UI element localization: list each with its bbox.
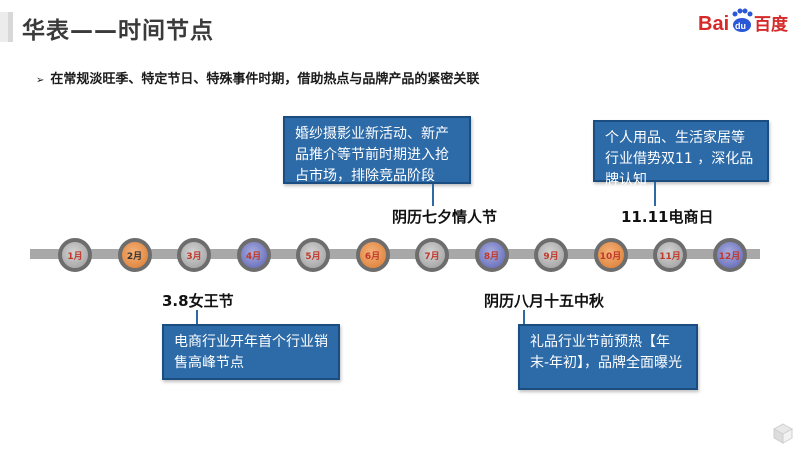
women-day-connector [196,310,198,324]
baidu-logo: Bai du 百度 [698,8,789,35]
qixi-desc-box: 婚纱摄影业新活动、新产品推介等节前时期进入抢占市场，排除竞品阶段 [283,116,471,184]
double11-label: 11.11电商日 [621,208,714,226]
month-marker: 11月 [653,238,687,272]
month-marker: 1月 [58,238,92,272]
double11-connector [654,182,656,206]
mid-autumn-label: 阴历八月十五中秋 [484,292,605,310]
month-marker: 4月 [236,238,271,272]
title-accent [0,12,8,42]
logo-text-cn: 百度 [754,14,789,35]
page-title: 华表——时间节点 [22,18,214,44]
mid-autumn-desc-box: 礼品行业节前预热【年末-年初】，品牌全面曝光 [518,324,698,390]
qixi-label: 阴历七夕情人节 [392,208,498,226]
month-marker: 8月 [474,238,509,272]
logo-text-bai: Bai [698,13,729,35]
month-marker: 9月 [534,238,568,272]
baidu-paw-icon [732,8,753,32]
women-day-label: 3.8女王节 [162,292,234,310]
qixi-connector [432,184,434,206]
subtitle: ➢ 在常规淡旺季、特定节日、特殊事件时期，借助热点与品牌产品的紧密关联 [36,68,479,87]
month-marker: 6月 [355,238,390,272]
month-marker: 5月 [296,238,330,272]
bullet-arrow-icon: ➢ [36,75,45,86]
logo-text-du: du [735,21,746,31]
subtitle-text: 在常规淡旺季、特定节日、特殊事件时期，借助热点与品牌产品的紧密关联 [50,72,480,87]
double11-desc-box: 个人用品、生活家居等行业借势双11 ，深化品牌认知 [593,120,769,188]
month-marker: 7月 [415,238,449,272]
mid-autumn-connector [523,310,525,324]
month-marker: 12月 [712,238,747,272]
cube-icon [772,423,794,444]
month-marker: 10月 [593,238,628,272]
timeline-bar [30,249,760,259]
women-day-desc-box: 电商行业开年首个行业销售高峰节点 [162,324,340,380]
month-marker: 3月 [177,238,211,272]
month-marker: 2月 [117,238,152,272]
title-accent-inner [8,12,13,42]
